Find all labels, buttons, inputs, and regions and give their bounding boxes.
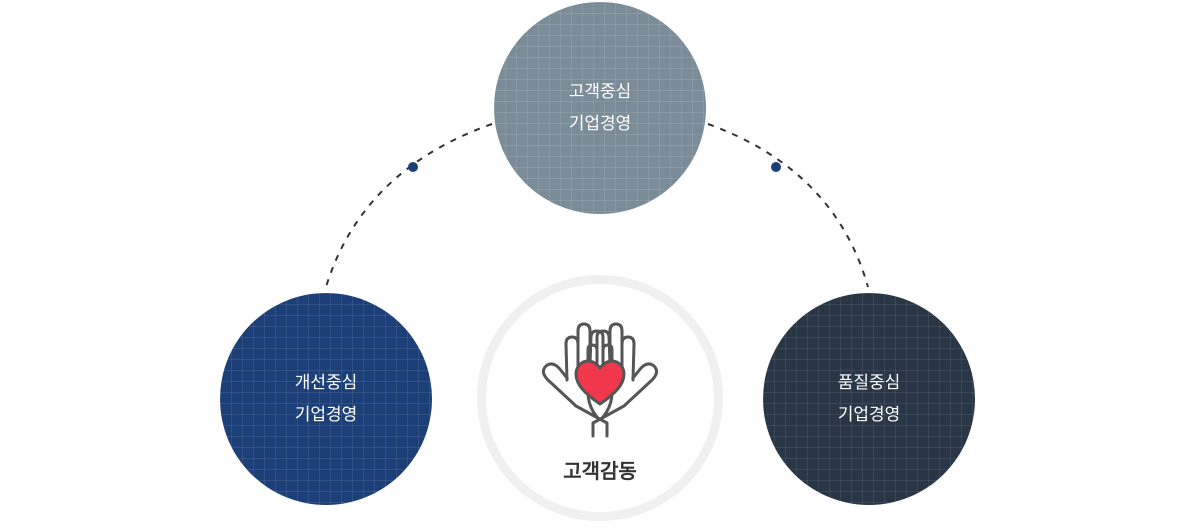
connector-right (707, 123, 869, 288)
node-improvement-centered: 개선중심 기업경영 (220, 293, 432, 505)
center-circle: 고객감동 (477, 275, 723, 521)
node-top-line1: 고객중심 (568, 82, 632, 102)
node-quality-centered: 품질중심 기업경영 (763, 293, 975, 505)
connector-dot-left (408, 162, 418, 172)
connector-left (325, 123, 493, 288)
node-left-line2: 기업경영 (294, 405, 358, 425)
node-customer-centered: 고객중심 기업경영 (494, 2, 706, 214)
heart-icon (574, 359, 626, 406)
hands-heart-icon (541, 322, 659, 438)
center-label: 고객감동 (563, 459, 637, 483)
node-right-line1: 품질중심 (837, 373, 901, 393)
node-top-line2: 기업경영 (568, 114, 632, 134)
node-left-line1: 개선중심 (294, 373, 358, 393)
node-right-line2: 기업경영 (837, 405, 901, 425)
connector-dot-right (771, 162, 781, 172)
